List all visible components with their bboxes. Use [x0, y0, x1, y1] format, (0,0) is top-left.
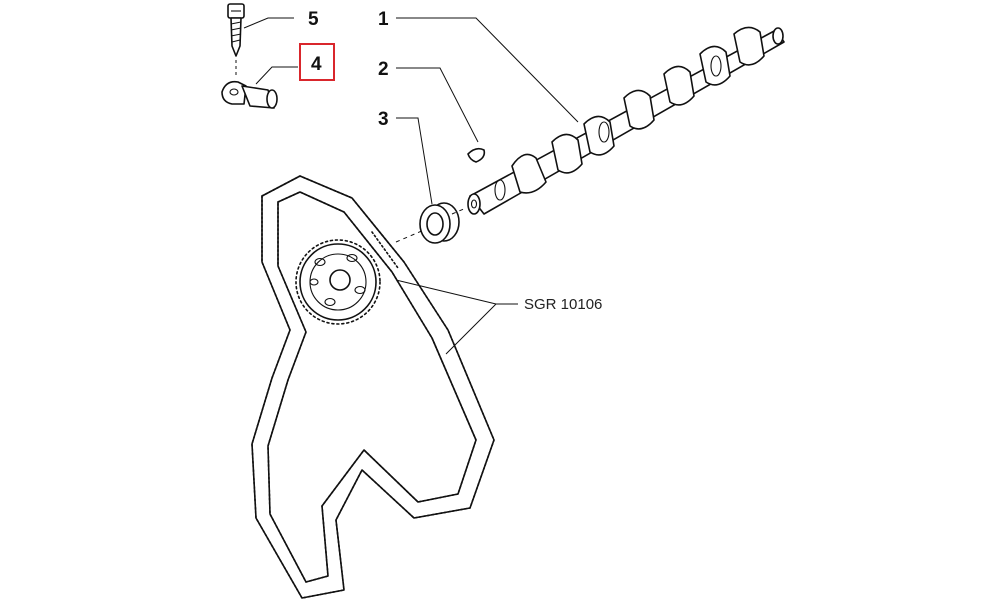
timing-belt	[251, 175, 495, 599]
leader-line-5	[243, 17, 294, 29]
pulley-hole	[309, 278, 319, 286]
callout-2[interactable]: 2	[378, 59, 389, 80]
screw-thread	[230, 21, 242, 43]
camshaft-nose	[467, 193, 481, 215]
timing-belt-inner-teeth	[267, 191, 477, 583]
oil-seal-bore	[426, 212, 444, 236]
callout-3[interactable]: 3	[378, 109, 389, 130]
camshaft-shaft	[469, 29, 785, 215]
callout-5[interactable]: 5	[308, 9, 319, 30]
leader-line-4	[255, 66, 298, 85]
leader-line-2	[396, 67, 479, 143]
callout-4[interactable]: 4	[311, 54, 322, 75]
camshaft-tail	[772, 27, 784, 45]
camshaft-journal	[598, 121, 610, 143]
leader-line-1	[396, 17, 579, 123]
camshaft	[467, 26, 785, 215]
pulley-edge	[299, 243, 377, 321]
leader-line-ref-pulley	[395, 279, 497, 305]
camshaft-lobe	[663, 65, 695, 106]
leader-line-ref-belt	[445, 303, 518, 355]
sensor-bracket	[221, 80, 247, 105]
pulley-hole	[354, 285, 366, 295]
camshaft-nose-bore	[470, 199, 478, 209]
timing-belt-outer-teeth	[251, 175, 495, 599]
callout-1[interactable]: 1	[378, 9, 389, 30]
screw-shank	[230, 17, 242, 57]
oil-seal-front	[419, 204, 451, 244]
woodruff-key	[467, 147, 486, 163]
pulley-side-teeth	[371, 231, 399, 269]
camshaft-lobe	[551, 133, 583, 174]
pulley-hole	[346, 253, 358, 263]
camshaft-lobe	[511, 153, 547, 194]
sensor-tip	[266, 89, 278, 109]
camshaft-pulley	[295, 231, 399, 325]
leader-lines	[243, 17, 579, 355]
reference-label: SGR 10106	[524, 296, 602, 313]
timing-belt-inner-edge	[267, 191, 477, 583]
sensor	[221, 80, 278, 109]
screw	[227, 3, 245, 57]
pulley-hole	[324, 297, 336, 307]
callout-4-highlight-box	[299, 43, 335, 81]
oil-seal	[419, 202, 460, 244]
camshaft-lobe	[733, 26, 765, 66]
pulley-hole	[314, 257, 326, 267]
sensor-bracket-hole	[229, 88, 239, 96]
assembly-axis-line	[395, 229, 425, 243]
camshaft-journal	[710, 55, 722, 77]
pulley-hub	[329, 269, 351, 291]
camshaft-journal	[494, 179, 506, 201]
leader-line-3	[396, 117, 433, 205]
timing-belt-outer-edge	[251, 175, 495, 599]
camshaft-lobe	[699, 45, 731, 86]
pulley-rim	[295, 239, 381, 325]
camshaft-lobe	[623, 89, 655, 130]
assembly-axis-line	[451, 207, 467, 215]
